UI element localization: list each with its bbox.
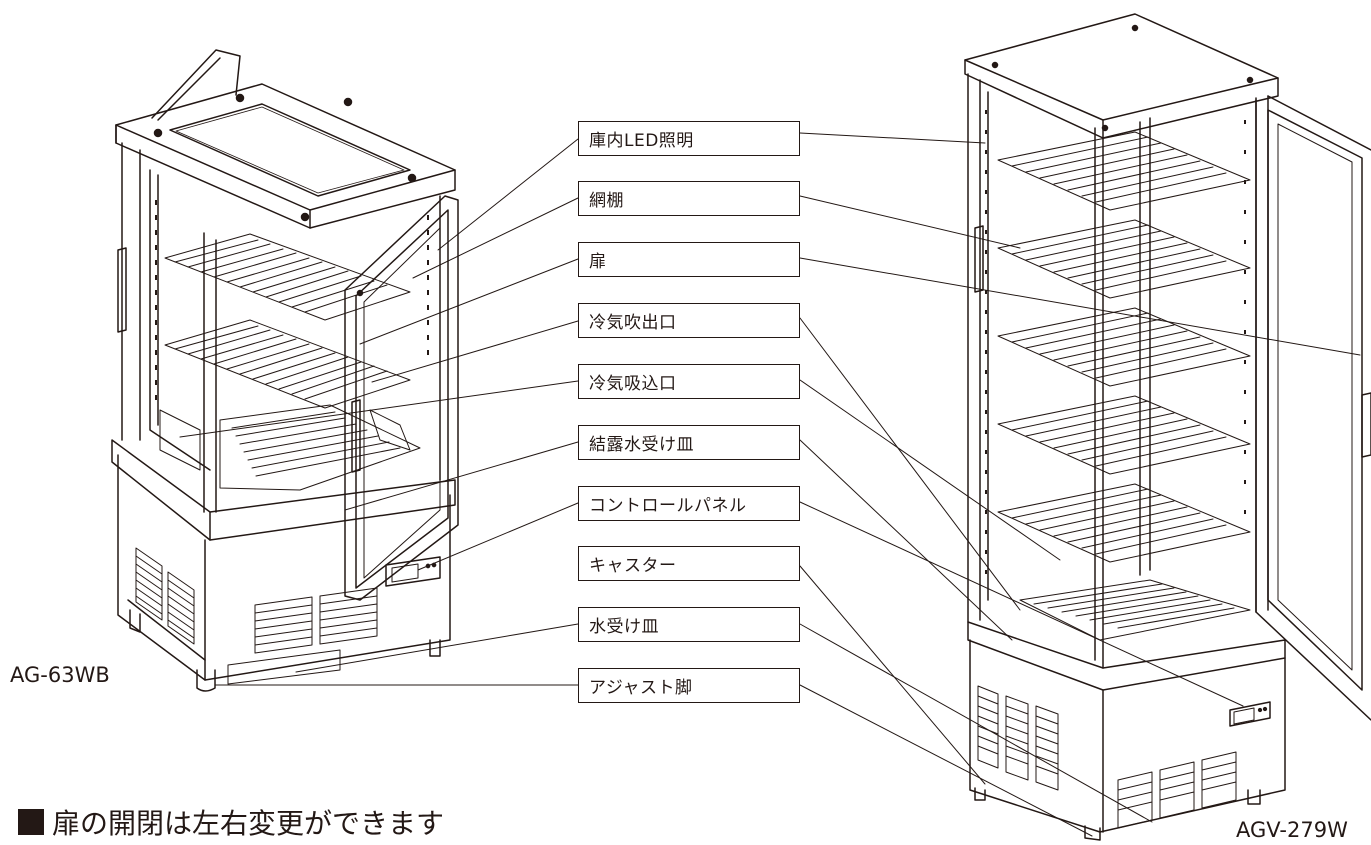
model-name-right: AGV-279W xyxy=(1236,818,1348,842)
square-bullet-icon xyxy=(18,809,44,835)
label-cold-air-outlet: 冷気吹出口 xyxy=(578,303,800,338)
label-door: 扉 xyxy=(578,242,800,277)
label-adjuster-foot: アジャスト脚 xyxy=(578,668,800,703)
label-led-lighting: 庫内LED照明 xyxy=(578,121,800,156)
label-caster: キャスター xyxy=(578,546,800,581)
label-cold-air-intake: 冷気吸込口 xyxy=(578,364,800,399)
label-wire-shelf: 網棚 xyxy=(578,181,800,216)
door-reversible-note: 扉の開閉は左右変更ができます xyxy=(18,802,444,842)
label-control-panel: コントロールパネル xyxy=(578,486,800,521)
note-text: 扉の開閉は左右変更ができます xyxy=(52,807,445,840)
leader-lines xyxy=(179,132,1361,837)
label-condensation-tray: 結露水受け皿 xyxy=(578,425,800,460)
agv279w-showcase-drawing xyxy=(964,13,1371,841)
model-name-left: AG-63WB xyxy=(10,663,110,687)
label-drip-tray: 水受け皿 xyxy=(578,607,800,642)
ag63wb-showcase-drawing xyxy=(111,49,459,692)
